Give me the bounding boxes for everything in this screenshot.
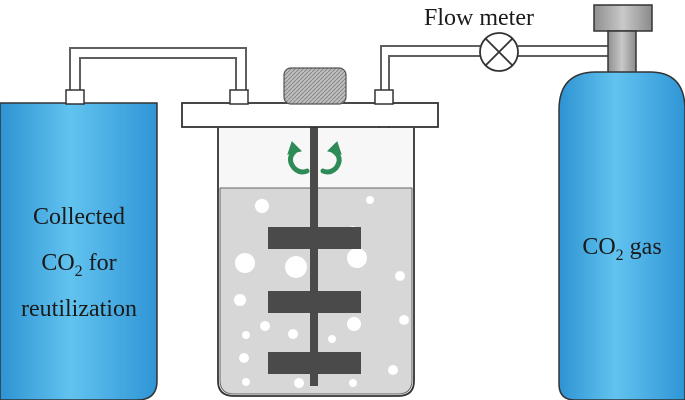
right-gas-text: gas — [624, 234, 662, 260]
left-pipe-inner — [79, 57, 237, 92]
right-pipe-outer — [380, 45, 480, 92]
bubble — [242, 331, 250, 339]
left-for-text: for — [83, 250, 117, 276]
bubble — [285, 256, 307, 278]
bubble — [242, 378, 250, 386]
cylinder-valve-stem — [607, 30, 637, 74]
right-tank-label: CO2 gas — [582, 234, 661, 264]
bubble — [294, 378, 304, 388]
rotate-arrows-icon — [287, 141, 342, 175]
reactor — [181, 67, 439, 397]
bubble — [235, 253, 255, 273]
bubble — [366, 196, 374, 204]
stirrer-paddle-bottom — [268, 352, 361, 374]
left-collection-tank: Collected CO2 for reutilization — [0, 89, 158, 400]
bubble — [260, 321, 270, 331]
right-co-text: CO — [582, 234, 615, 260]
bubble — [395, 271, 405, 281]
bubble — [255, 199, 269, 213]
bubble — [388, 365, 398, 375]
flow-meter-label: Flow meter — [424, 5, 534, 31]
left-tank-port — [65, 89, 85, 105]
bubble — [234, 294, 246, 306]
left-tank-label-line2: CO2 for — [41, 250, 116, 280]
stirrer-paddle-top — [268, 227, 361, 249]
stirrer-paddle-middle — [268, 291, 361, 313]
left-co-text: CO — [41, 250, 74, 276]
left-subscript-2: 2 — [75, 263, 83, 280]
bubble — [349, 379, 357, 387]
bubble — [347, 317, 361, 331]
bubble — [347, 248, 367, 268]
right-pipe-inner — [388, 55, 480, 92]
left-tank-label-line1: Collected — [33, 204, 125, 230]
gas-bubbles — [234, 196, 409, 388]
left-pipe-outer — [69, 47, 247, 92]
left-tank-label-line3: reutilization — [21, 296, 137, 322]
right-subscript-2: 2 — [616, 247, 624, 264]
co2-gas-cylinder: CO2 gas — [558, 4, 685, 400]
lid-left-port — [229, 89, 249, 105]
lid-right-port — [374, 89, 394, 105]
reactor-lid — [181, 102, 439, 128]
circle-x-valve-icon — [479, 32, 519, 72]
motor-cap-icon — [283, 67, 347, 105]
cylinder-valve-top — [593, 4, 653, 32]
bubble — [399, 315, 409, 325]
bubble — [288, 329, 298, 339]
bubble — [328, 335, 336, 343]
stirrer-shaft — [310, 124, 318, 386]
bubble — [239, 353, 249, 363]
